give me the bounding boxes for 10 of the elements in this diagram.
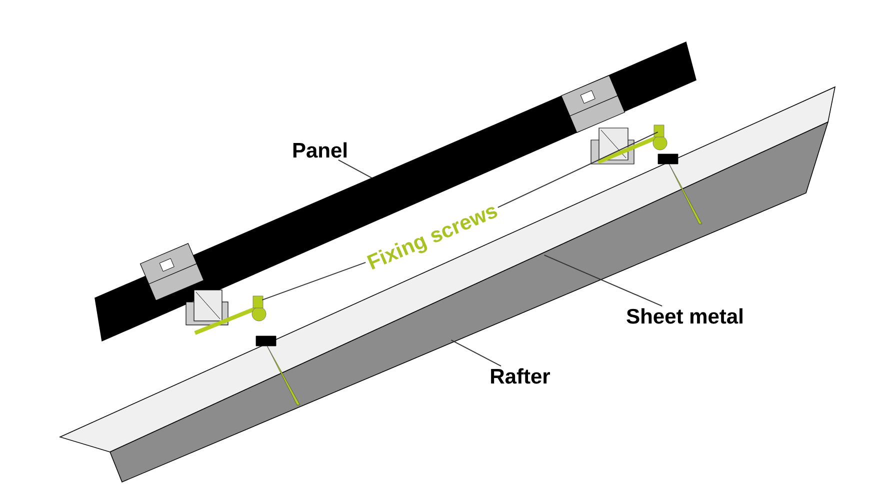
leader-line — [497, 132, 658, 208]
leader-line — [262, 262, 366, 300]
screw-drawing — [194, 296, 300, 406]
part-label: Sheet metal — [626, 308, 742, 324]
part-label: Rafter — [491, 368, 550, 384]
part-label: Fixing screws — [366, 207, 498, 270]
leader-line — [338, 159, 372, 178]
leader-line — [450, 340, 502, 367]
part-label: Panel — [293, 142, 347, 158]
leader-line — [544, 254, 663, 307]
